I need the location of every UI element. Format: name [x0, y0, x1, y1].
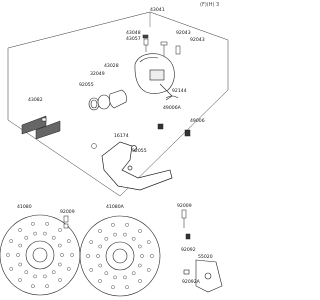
disc-right-holes: [86, 222, 154, 290]
label-41080: 41080: [17, 204, 32, 210]
brake-pads: [21, 115, 61, 140]
disc-hole: [137, 263, 142, 268]
disc-hole: [113, 275, 117, 280]
disc-hole: [33, 231, 37, 236]
label-16174: 16174: [114, 133, 129, 139]
label-92092a: 92092A: [182, 279, 201, 285]
disc-hole: [138, 229, 142, 233]
disc-hole: [31, 284, 35, 289]
disc-left-holes: [6, 221, 74, 289]
disc-hole: [45, 221, 49, 226]
label-92043: 92043: [176, 30, 191, 36]
holder-bolts: [157, 123, 191, 240]
disc-hole: [58, 243, 62, 248]
disc-hole: [24, 270, 29, 275]
disc-hole: [43, 274, 47, 279]
disc-hole: [131, 271, 136, 276]
label-92144: 92144: [172, 88, 187, 94]
disc-hole: [67, 239, 71, 243]
disc-hole: [18, 278, 22, 282]
disc-hole: [18, 243, 23, 248]
disc-hole: [104, 236, 109, 241]
parts-diagram: (F)(H) 3: [0, 2, 229, 297]
page-code: (F)(H) 3: [200, 2, 219, 8]
caliper-pins: [160, 41, 181, 56]
disc-hole: [146, 268, 151, 272]
label-32049: 32049: [90, 71, 105, 77]
label-43057: 43057: [126, 36, 141, 42]
disc-hole: [98, 229, 102, 233]
disc-hole: [31, 221, 35, 226]
disc-hole: [58, 262, 62, 267]
disc-hole: [43, 231, 47, 236]
disc-hole: [113, 232, 117, 237]
label-43028: 43028: [104, 63, 119, 69]
label-49006: 49006: [190, 118, 205, 124]
disc-hole: [96, 254, 100, 258]
label-32055: 32055: [132, 148, 147, 154]
disc-hole: [98, 263, 102, 268]
disc-hole: [16, 253, 20, 257]
disc-hole: [60, 253, 64, 257]
label-92009: 92009: [60, 209, 75, 215]
label-43082: 43082: [28, 97, 43, 103]
disc-hole: [24, 235, 29, 240]
disc-hole: [137, 244, 142, 249]
disc-hole: [150, 254, 154, 258]
disc-hole: [9, 239, 13, 243]
diagram-canvas: (F)(H) 3: [0, 2, 229, 297]
caliper-body: [134, 53, 175, 101]
label-92043b: 92043: [190, 37, 205, 43]
brake-disc-right: [79, 215, 161, 297]
label-92009b: 92009: [177, 203, 192, 209]
disc-hole: [140, 254, 144, 258]
disc-hole: [111, 222, 115, 227]
disc-hole: [131, 236, 136, 241]
part-92144: [165, 95, 179, 99]
label-92092: 92092: [181, 247, 196, 253]
disc-hole: [138, 279, 142, 283]
caliper-holder: [101, 141, 173, 191]
piston-seals: [88, 89, 127, 111]
disc-hole: [89, 240, 93, 244]
disc-hole: [111, 285, 115, 290]
rear-bracket: [183, 259, 223, 293]
disc-hole: [125, 285, 129, 290]
disc-bolts: [63, 215, 69, 229]
disc-hole: [89, 268, 93, 272]
disc-hole: [58, 228, 62, 232]
disc-hole: [6, 253, 10, 257]
label-41080a: 41080A: [106, 204, 125, 210]
label-43041: 43041: [150, 7, 165, 13]
disc-hole: [67, 267, 71, 271]
bleed-valve: [142, 34, 149, 52]
disc-hole: [98, 244, 102, 249]
disc-hole: [70, 253, 74, 257]
holder-washer: [91, 143, 97, 149]
label-49006a: 49006A: [163, 105, 182, 111]
disc-hole: [51, 235, 56, 240]
disc-hole: [51, 270, 56, 275]
disc-hole: [123, 232, 127, 237]
disc-hole: [98, 279, 102, 283]
disc-hole: [58, 278, 62, 282]
disc-hole: [33, 274, 37, 279]
disc-hole: [9, 267, 13, 271]
disc-hole: [18, 228, 22, 232]
disc-hole: [45, 284, 49, 289]
disc-hole: [18, 262, 23, 267]
disc-hole: [146, 240, 151, 244]
disc-hole: [104, 271, 109, 276]
label-43048: 43048: [126, 30, 141, 36]
disc-hole: [123, 275, 127, 280]
label-55020: 55020: [198, 254, 213, 260]
disc-hole: [125, 222, 129, 227]
label-92055: 92055: [79, 82, 94, 88]
disc-hole: [86, 254, 90, 258]
